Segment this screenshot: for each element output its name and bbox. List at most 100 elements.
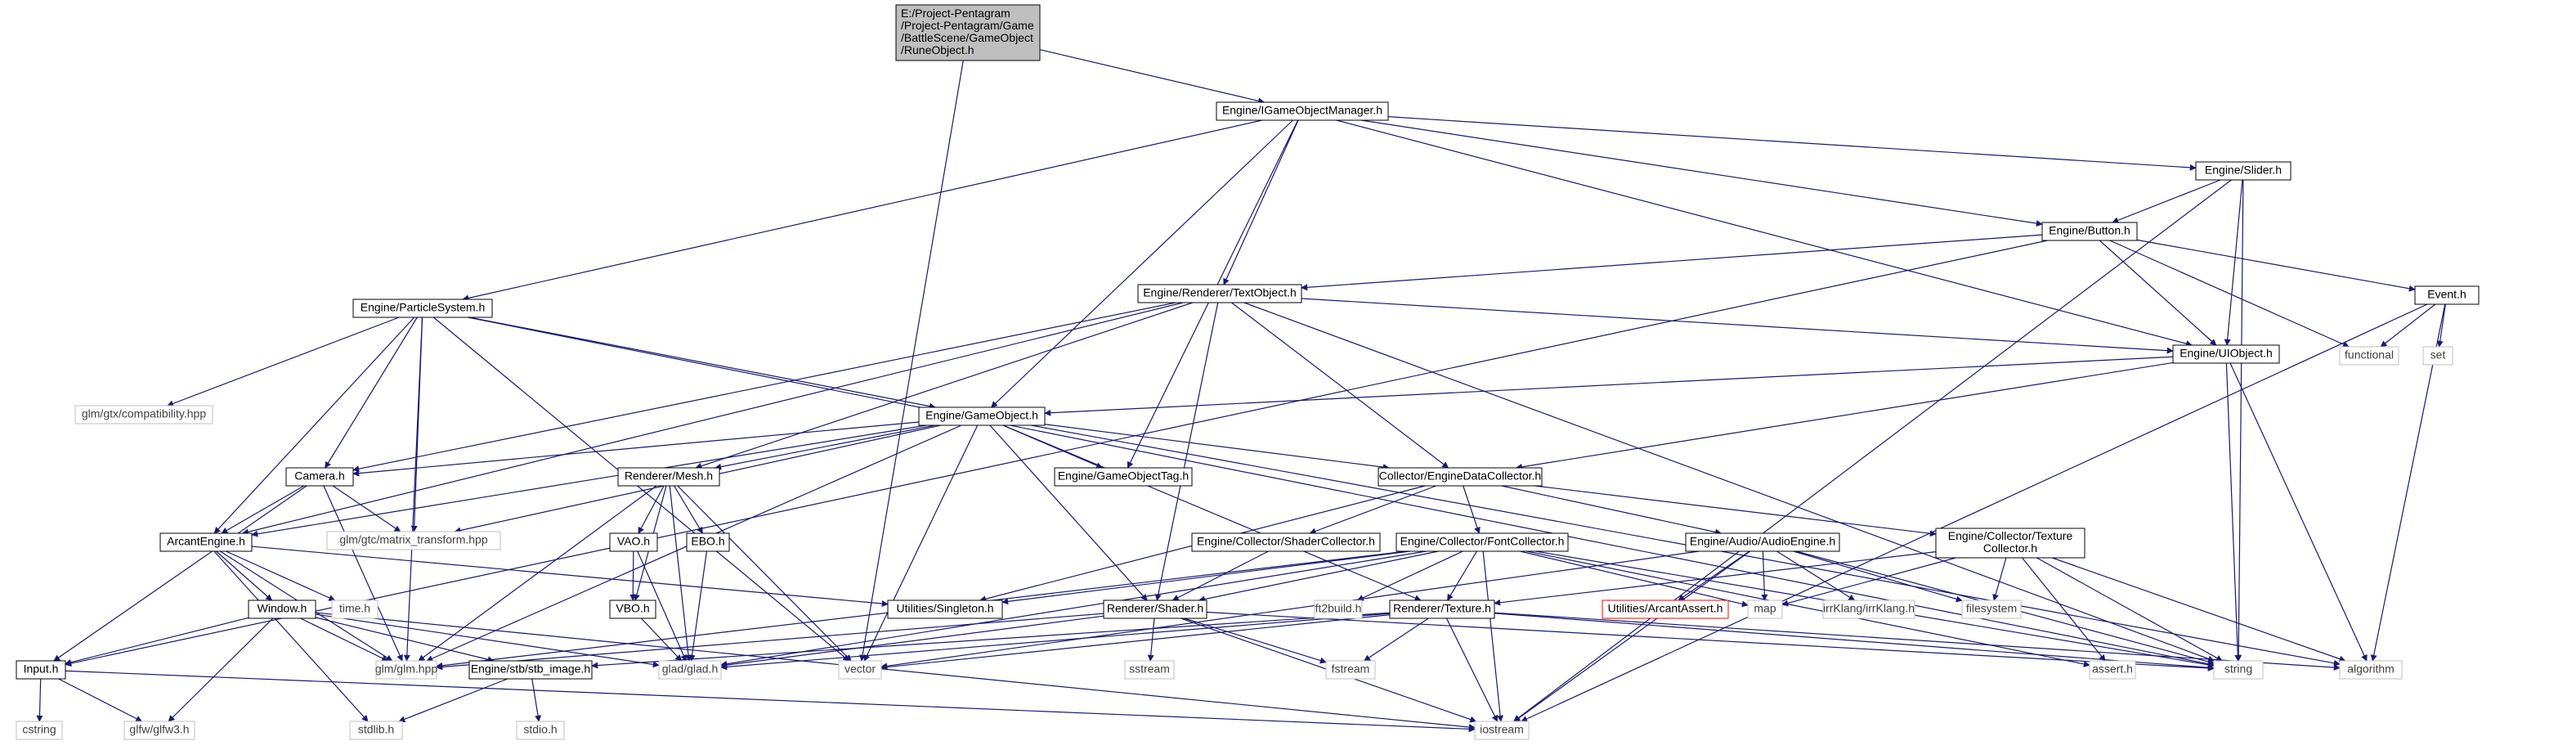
node-label: Engine/Renderer/TextObject.h <box>1143 286 1297 299</box>
edge-edc-to-fontcol <box>1463 485 1481 534</box>
node-label: Utilities/Singleton.h <box>896 602 993 615</box>
node-box <box>352 299 493 318</box>
node-uiobject[interactable]: Engine/UIObject.h <box>2172 344 2280 364</box>
node-label: Window.h <box>258 602 307 615</box>
edge-particle-to-gameobject <box>468 317 936 410</box>
node-slider[interactable]: Engine/Slider.h <box>2195 161 2292 181</box>
node-mesh[interactable]: Renderer/Mesh.h <box>617 467 720 487</box>
node-vector: vector <box>838 660 882 680</box>
node-box <box>1054 467 1193 487</box>
node-label: Engine/ParticleSystem.h <box>361 301 486 314</box>
node-gameobject[interactable]: Engine/GameObject.h <box>918 406 1046 426</box>
node-label: iostream <box>1480 723 1524 736</box>
edge-arcant-to-stdlib <box>213 550 369 722</box>
node-vbo[interactable]: VBO.h <box>609 600 656 619</box>
node-box <box>16 660 66 680</box>
node-iostream: iostream <box>1474 721 1530 740</box>
node-label: EBO.h <box>691 535 724 548</box>
edge-textobj-to-camera <box>352 302 1176 473</box>
node-textobj[interactable]: Engine/Renderer/TextObject.h <box>1137 284 1302 303</box>
edge-arcant-to-window <box>216 550 273 601</box>
edge-fontcol-to-singleton <box>1001 550 1410 605</box>
node-label: Renderer/Mesh.h <box>625 469 713 483</box>
node-window[interactable]: Window.h <box>248 600 316 619</box>
edge-window-to-glmhpp <box>300 618 389 662</box>
edge-texcol-to-map <box>1781 557 1956 607</box>
node-label: sstream <box>1129 662 1170 676</box>
node-box <box>74 405 213 424</box>
edge-button-to-input <box>65 240 2048 667</box>
edge-particle-to-glmcompat <box>167 317 400 407</box>
node-label: Collector.h <box>1983 541 2037 555</box>
node-input[interactable]: Input.h <box>16 660 66 680</box>
edge-camera-to-glmmat <box>332 485 401 532</box>
edge-uiobject-to-algorithm <box>2229 362 2368 662</box>
node-box <box>2339 660 2403 680</box>
edge-texcol-to-filesystem <box>1992 557 2007 601</box>
edge-texcol-to-asserth <box>2022 557 2106 662</box>
node-label: ArcantEngine.h <box>167 535 245 548</box>
node-label: Engine/Collector/Texture <box>1948 529 2073 542</box>
node-box <box>1378 467 1543 487</box>
node-singleton[interactable]: Utilities/Singleton.h <box>887 600 1003 619</box>
node-button[interactable]: Engine/Button.h <box>2041 222 2138 241</box>
edge-event-to-iostream <box>1521 303 2428 722</box>
node-box <box>468 660 593 680</box>
edge-camera-to-glmhpp <box>323 485 403 662</box>
node-audio[interactable]: Engine/Audio/AudioEngine.h <box>1685 532 1840 552</box>
edge-fontcol-to-texture <box>1447 550 1477 601</box>
node-fontcol[interactable]: Engine/Collector/FontCollector.h <box>1396 532 1569 552</box>
node-label: Engine/Collector/ShaderCollector.h <box>1197 535 1375 548</box>
edge-gameobject-to-vector <box>863 424 979 662</box>
edge-rune-to-igom <box>1039 49 1265 105</box>
edge-ebo-to-glad <box>688 550 708 662</box>
edge-texcol-to-string <box>2036 557 2223 662</box>
edge-stbimage-to-stdlib <box>398 678 508 723</box>
edge-shader-to-string <box>1206 611 2215 671</box>
edge-mesh-to-glmhpp <box>418 485 657 662</box>
edge-texture-to-iostream <box>1445 618 1499 722</box>
edge-particle-to-vector <box>432 317 850 662</box>
node-shadercol[interactable]: Engine/Collector/ShaderCollector.h <box>1191 532 1381 552</box>
node-label: vector <box>844 662 876 676</box>
node-label: Utilities/ArcantAssert.h <box>1608 602 1723 615</box>
node-box <box>1103 600 1207 619</box>
edge-window-to-input <box>65 617 249 666</box>
nodes-layer: E:/Project-Pentagram/Project-Pentagram/G… <box>16 4 2480 740</box>
node-texture[interactable]: Renderer/Texture.h <box>1389 600 1495 619</box>
node-label: set <box>2430 348 2446 362</box>
node-label: Engine/Slider.h <box>2205 164 2282 177</box>
node-functional: functional <box>2339 346 2399 366</box>
node-box <box>686 532 730 552</box>
edge-particle-to-camera <box>325 317 418 469</box>
node-label: Engine/Button.h <box>2049 224 2130 237</box>
node-event[interactable]: Event.h <box>2414 285 2480 305</box>
edge-fontcol-to-map <box>1520 550 1749 608</box>
node-vao[interactable]: VAO.h <box>609 532 658 552</box>
edge-slider-to-button <box>2112 179 2221 224</box>
edge-vao-to-vbo <box>629 550 637 601</box>
node-arcant[interactable]: ArcantEngine.h <box>159 532 253 552</box>
edge-textobj-to-uiobject <box>1301 298 2174 354</box>
node-particle[interactable]: Engine/ParticleSystem.h <box>352 299 493 318</box>
edge-shader-to-glmhpp <box>436 613 1104 671</box>
edge-gameobject-to-mesh <box>715 424 936 470</box>
node-camera[interactable]: Camera.h <box>285 467 354 487</box>
edge-shader-to-fstream <box>1184 618 1327 664</box>
node-box <box>2041 222 2138 241</box>
node-box <box>123 721 195 740</box>
edge-fontcol-to-glad <box>720 550 1427 667</box>
edge-shader-to-glad <box>720 615 1104 669</box>
node-box <box>2195 161 2292 181</box>
node-box <box>609 532 658 552</box>
node-label: assert.h <box>2092 662 2133 676</box>
node-ebo[interactable]: EBO.h <box>686 532 730 552</box>
node-gotag[interactable]: Engine/GameObjectTag.h <box>1054 467 1193 487</box>
edge-gameobject-to-shader <box>989 424 1148 601</box>
node-box <box>1961 600 2022 619</box>
node-shader[interactable]: Renderer/Shader.h <box>1103 600 1207 619</box>
node-igom[interactable]: Engine/IGameObjectManager.h <box>1216 101 1389 121</box>
node-stbimage[interactable]: Engine/stb/stb_image.h <box>468 660 593 680</box>
node-edc[interactable]: Collector/EngineDataCollector.h <box>1378 467 1543 487</box>
